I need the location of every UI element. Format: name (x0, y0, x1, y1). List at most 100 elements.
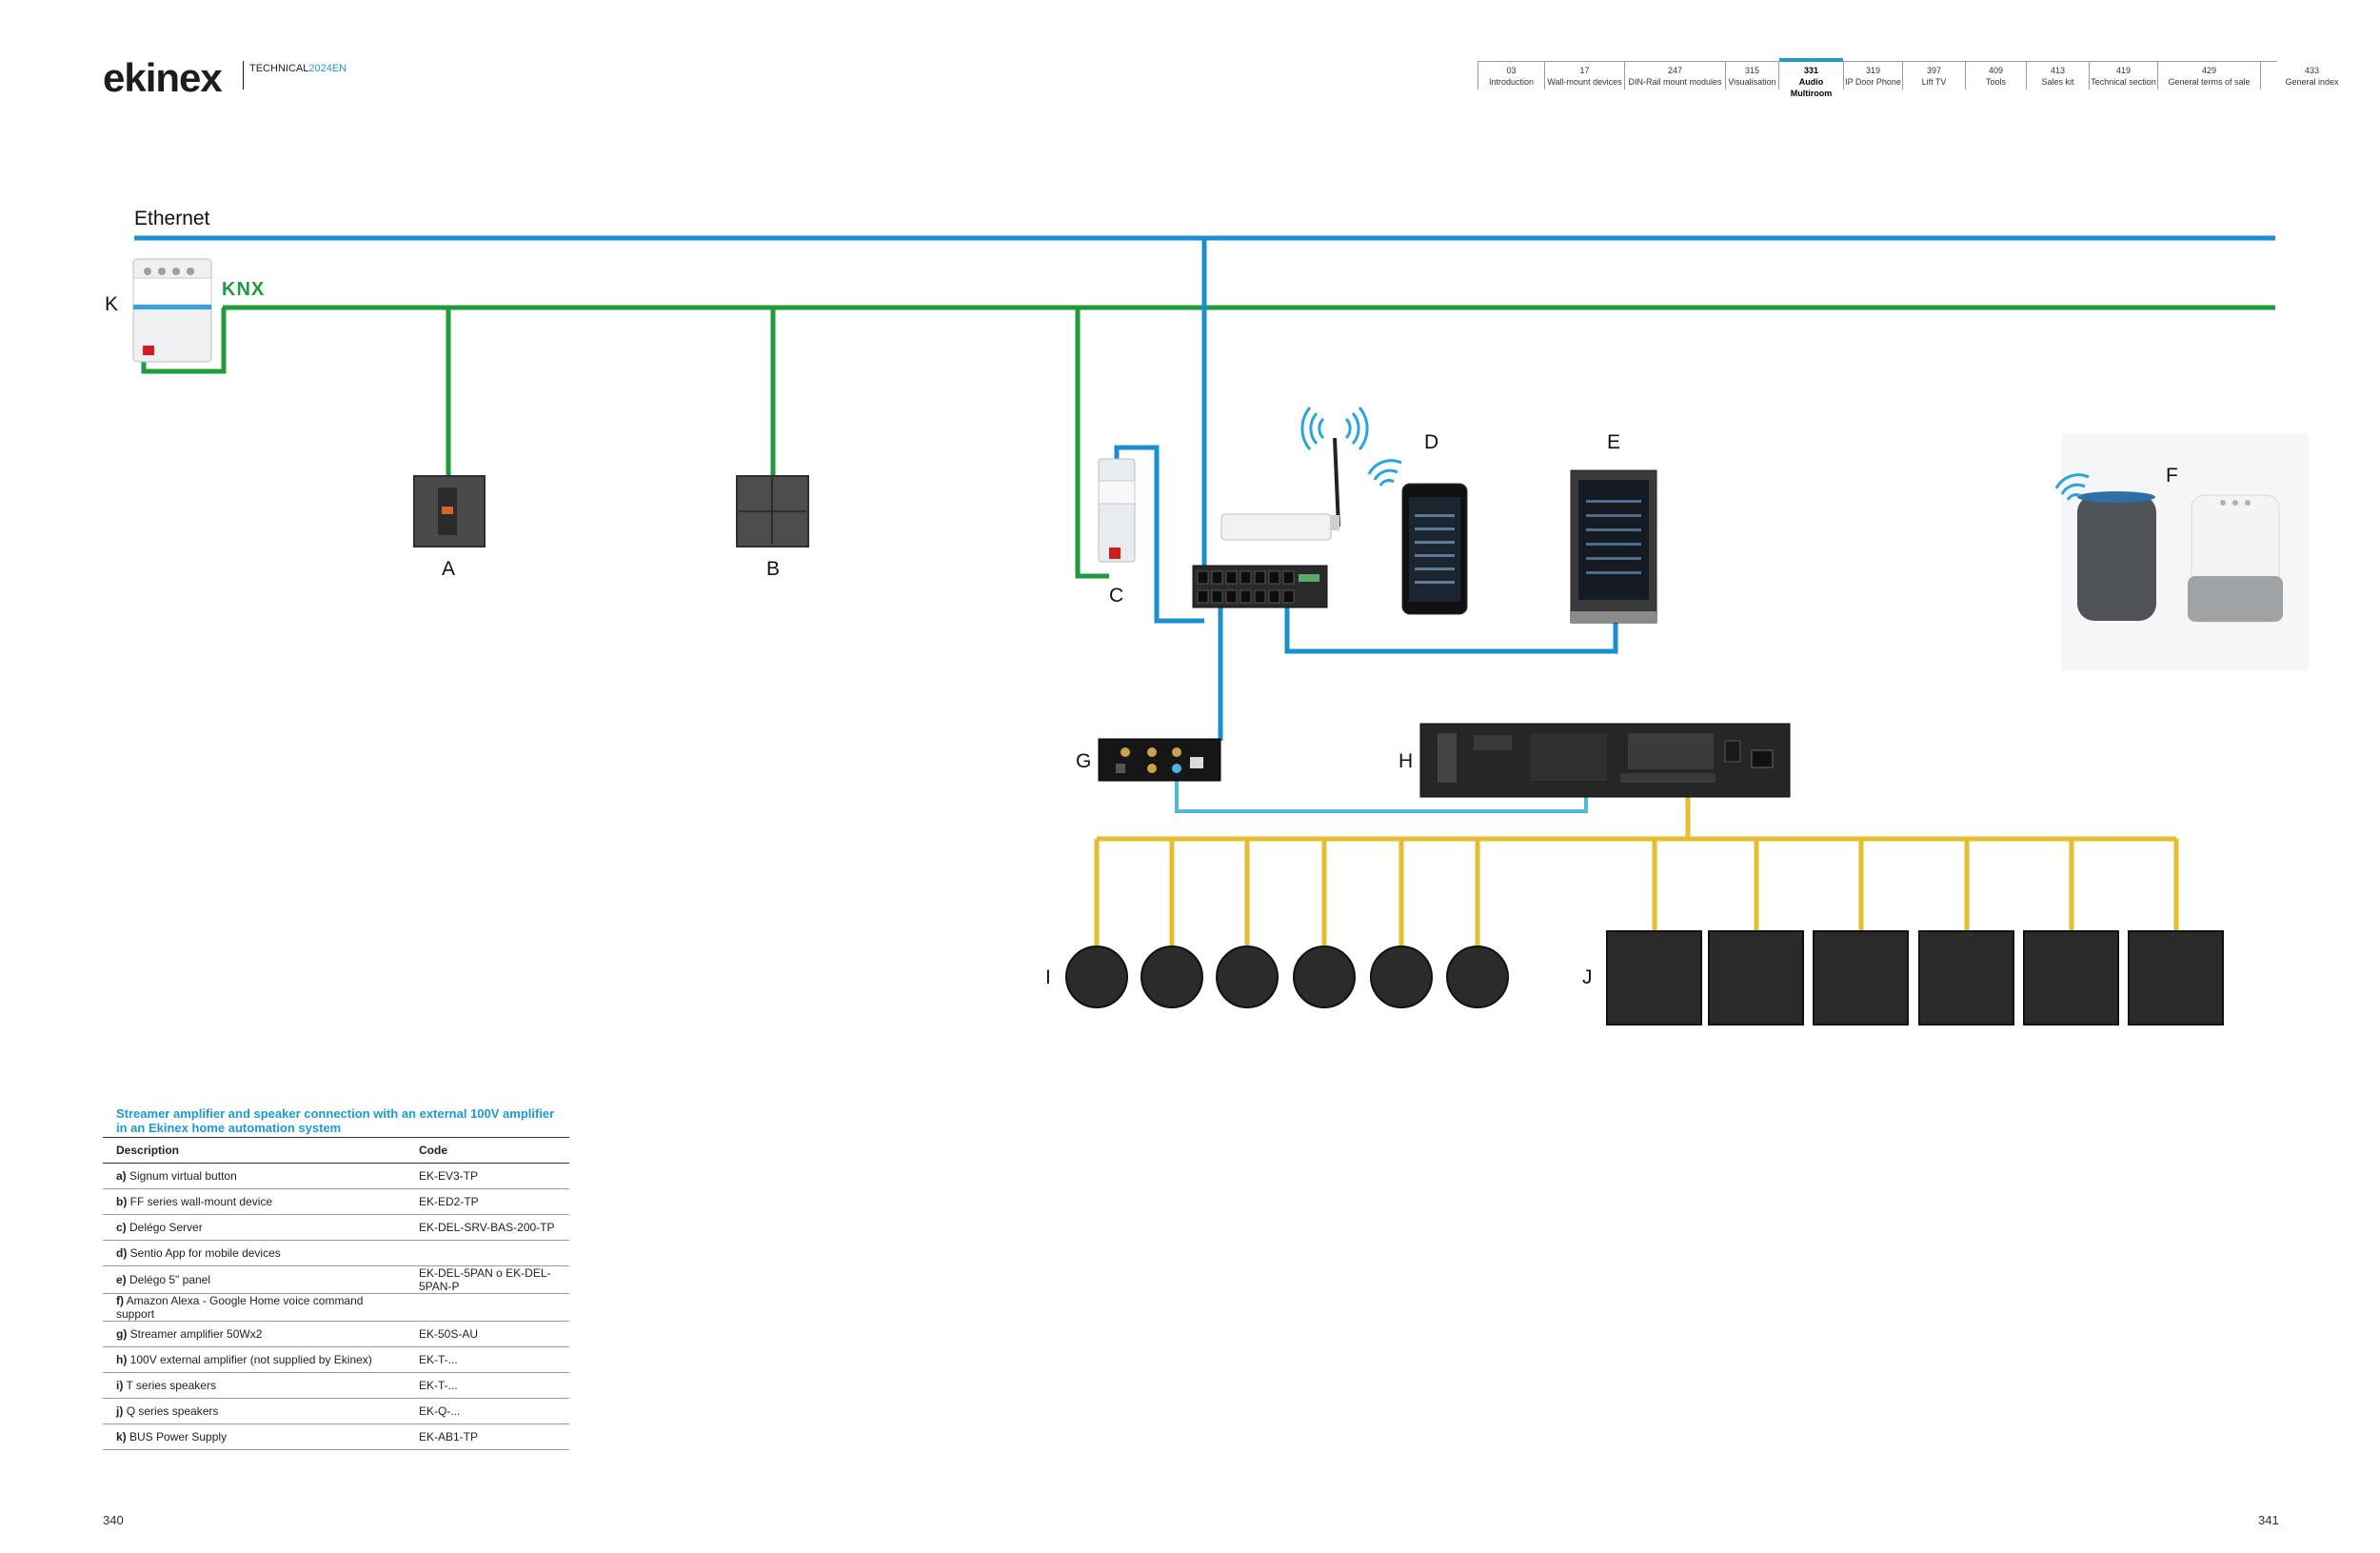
phone-ui-row (1415, 567, 1455, 570)
row-key: b) (116, 1195, 128, 1208)
streamer-amplifier-device (1098, 738, 1221, 782)
label-e: E (1607, 431, 1621, 453)
subtitle-accent: 2024EN (308, 63, 347, 74)
row-desc-text: Amazon Alexa - Google Home voice command… (116, 1294, 364, 1321)
row-desc-text: Delégo 5" panel (129, 1273, 211, 1286)
t-series-speaker (1293, 946, 1356, 1008)
nav-item-number: 315 (1744, 66, 1760, 75)
row-code (406, 1293, 569, 1322)
nav-item-number: 429 (2201, 66, 2217, 75)
row-code: EK-EV3-TP (406, 1163, 569, 1189)
switch-port (1254, 589, 1266, 604)
audio-link (1175, 779, 1588, 813)
ff-series-device (736, 475, 809, 548)
panel-ui-row (1586, 557, 1641, 560)
phone-ui-row (1415, 541, 1455, 544)
switch-port (1240, 589, 1252, 604)
knx-label: KNX (222, 279, 266, 300)
subtitle-prefix: TECHNICAL (249, 63, 309, 74)
table-row: d) Sentio App for mobile devices (103, 1240, 569, 1266)
row-desc-text: Q series speakers (126, 1404, 219, 1418)
nav-item-label: Introduction (1488, 77, 1535, 87)
phone-ui-row (1415, 514, 1455, 517)
nav-item-label: Lift TV (1921, 77, 1947, 87)
page-number-right: 341 (2258, 1513, 2279, 1527)
switch-port (1211, 570, 1223, 585)
row-desc-text: Signum virtual button (129, 1169, 237, 1183)
row-key: g) (116, 1327, 128, 1341)
label-b: B (766, 558, 781, 580)
nav-item-number: 247 (1667, 66, 1683, 75)
row-code: EK-ED2-TP (406, 1188, 569, 1215)
label-k: K (105, 293, 119, 315)
switch-port (1197, 589, 1209, 604)
panel-ui-row (1586, 571, 1641, 574)
nav-item-label: IP Door Phone (1845, 77, 1901, 87)
q-series-speaker (1813, 930, 1909, 1025)
nav-item-number: 17 (1579, 66, 1590, 75)
nav-item-label: General terms of sale (2168, 77, 2251, 87)
row-desc-text: 100V external amplifier (not supplied by… (129, 1353, 372, 1366)
row-description: a) Signum virtual button (103, 1163, 406, 1189)
nav-top-rule (1478, 61, 2277, 62)
nav-item-label: Technical section (2091, 77, 2156, 87)
nav-item-label: Sales kit (2041, 77, 2074, 87)
network-switch-device (1192, 565, 1328, 608)
panel-ui-row (1586, 528, 1641, 531)
alexa-wifi-icon (2054, 473, 2090, 501)
t-series-speaker (1065, 946, 1128, 1008)
nav-item-label: DIN-Rail mount modules (1628, 77, 1722, 87)
panel-ui-row (1586, 543, 1641, 546)
label-j: J (1582, 966, 1593, 988)
table-title-line2: in an Ekinex home automation system (116, 1121, 342, 1135)
row-code: EK-DEL-5PAN o EK-DEL-5PAN-P (406, 1265, 569, 1294)
row-key: j) (116, 1404, 124, 1418)
t-series-speaker (1140, 946, 1203, 1008)
switch-port (1254, 570, 1266, 585)
row-description: g) Streamer amplifier 50Wx2 (103, 1321, 406, 1347)
code-table: Description Code a) Signum virtual butto… (103, 1137, 569, 1450)
table-row: h) 100V external amplifier (not supplied… (103, 1346, 569, 1373)
row-description: b) FF series wall-mount device (103, 1188, 406, 1215)
row-desc-text: Sentio App for mobile devices (129, 1246, 281, 1260)
delego-server-device (1098, 458, 1136, 563)
brand-logo: ekinex (103, 55, 223, 100)
q-series-speaker (2128, 930, 2224, 1025)
row-key: c) (116, 1221, 127, 1234)
nav-item-number: 433 (2304, 66, 2320, 75)
nav-item-number: 419 (2115, 66, 2132, 75)
eth-server-switch (1114, 445, 1204, 624)
switch-port (1225, 589, 1238, 604)
row-description: d) Sentio App for mobile devices (103, 1240, 406, 1266)
row-key: f) (116, 1294, 124, 1307)
label-d: D (1424, 431, 1439, 453)
table-header-row: Description Code (103, 1137, 569, 1164)
eth-switch-panel (1284, 607, 1618, 654)
code-table-wrap: Description Code a) Signum virtual butto… (103, 1137, 569, 1450)
row-description: j) Q series speakers (103, 1398, 406, 1424)
label-c: C (1109, 585, 1124, 607)
router-wifi-icon (1300, 407, 1369, 450)
row-code: EK-Q-... (406, 1398, 569, 1424)
switch-port (1268, 570, 1280, 585)
q-series-speaker (1606, 930, 1702, 1025)
nav-item-number: 413 (2050, 66, 2066, 75)
q-series-speaker (2023, 930, 2119, 1025)
phone-wifi-icon (1367, 459, 1402, 487)
